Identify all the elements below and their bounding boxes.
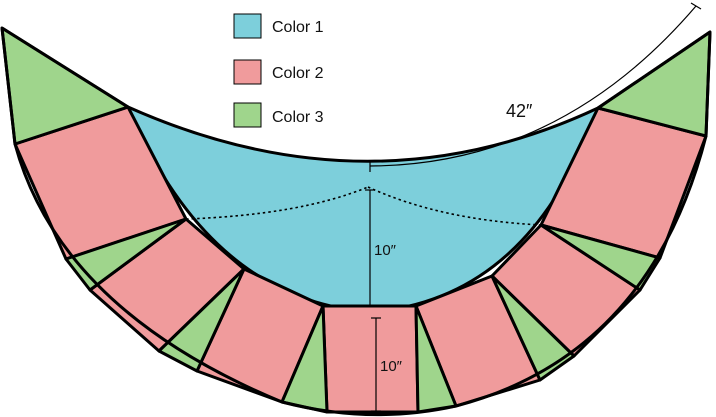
legend-label-color3: Color 3 — [272, 109, 324, 126]
legend-item-color2: Color 2 — [233, 59, 324, 85]
arc-measure-line — [369, 5, 697, 167]
band-triangle — [490, 274, 576, 382]
arc-length-label: 42″ — [506, 101, 533, 121]
inner-depth-label: 10″ — [374, 242, 397, 259]
band-triangle — [157, 267, 246, 373]
legend-item-color1: Color 1 — [233, 13, 324, 39]
legend-label-color1: Color 1 — [272, 19, 324, 36]
legend-swatch-color2 — [233, 59, 262, 85]
band-triangle — [64, 217, 188, 292]
arc-measure-tick-right — [690, 2, 702, 10]
outer-boundary — [0, 27, 712, 417]
legend-swatch-color3 — [233, 102, 262, 128]
band-depth-label: 10″ — [380, 358, 403, 375]
legend: Color 1 Color 2 Color 3 — [233, 13, 324, 128]
band-triangles-color3 — [0, 26, 712, 414]
inner-crescent-color1 — [126, 105, 600, 314]
band-triangle — [539, 223, 662, 292]
legend-item-color3: Color 3 — [233, 102, 324, 128]
band-segment — [321, 304, 420, 414]
legend-swatch-color1 — [233, 13, 262, 39]
dotted-guide-right — [367, 186, 542, 226]
top-edge-left — [1, 26, 129, 109]
legend-label-color2: Color 2 — [272, 65, 324, 82]
top-edge-right — [597, 30, 711, 110]
